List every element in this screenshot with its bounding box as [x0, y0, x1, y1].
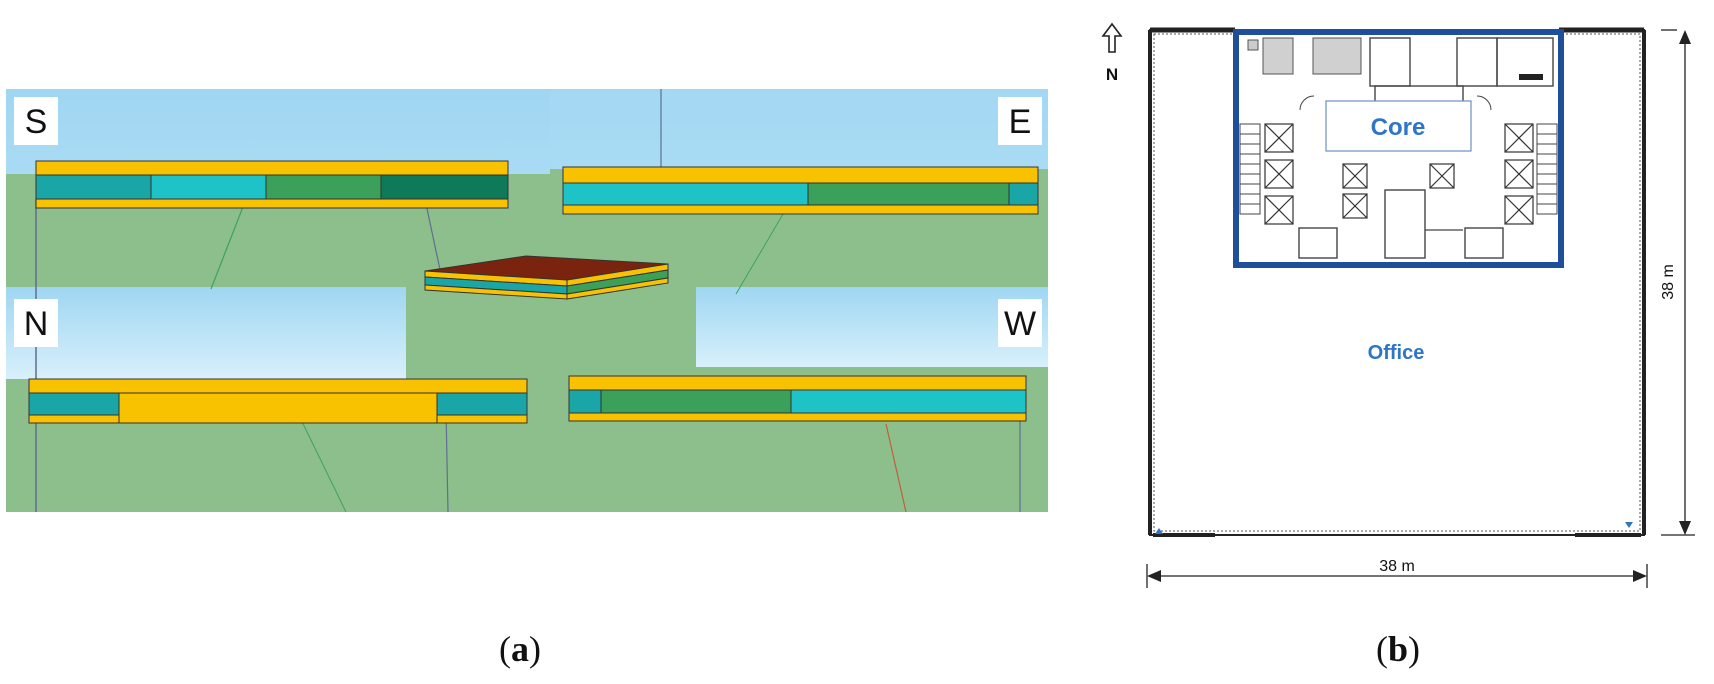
elevation-label-north: N [24, 305, 49, 343]
east-elevation-model [562, 166, 1039, 215]
core-label: Core [1371, 114, 1426, 141]
office-label: Office [1368, 342, 1425, 364]
height-dimension-label: 38 m [1660, 264, 1677, 300]
north-arrow-icon [1101, 22, 1123, 53]
building-3d-views: S E N W [6, 89, 1048, 512]
stair-east [1536, 123, 1558, 215]
width-dimension [1146, 564, 1648, 588]
elevators-center [1342, 163, 1455, 219]
caption-b: (b) [1375, 629, 1421, 669]
isometric-building-model [424, 255, 669, 300]
height-dimension [1661, 29, 1695, 536]
elevators-west [1264, 123, 1294, 225]
elevation-label-south: S [25, 103, 48, 141]
elevation-label-west: W [1004, 305, 1036, 343]
background [6, 89, 1048, 512]
elevators-east [1504, 123, 1534, 225]
label-badge-west: W [998, 299, 1042, 347]
elevation-label-east: E [1009, 103, 1032, 141]
caption-a-letter: a [511, 629, 529, 669]
label-badge-south: S [14, 97, 58, 145]
west-elevation-model [568, 375, 1027, 422]
caption-b-letter: b [1387, 629, 1409, 669]
north-elevation-model [28, 378, 528, 424]
width-dimension-label: 38 m [1379, 558, 1415, 575]
floor-plan: N [1101, 22, 1695, 588]
label-badge-north: N [14, 299, 58, 347]
core-zone: Core [1233, 29, 1564, 268]
stair-west [1239, 123, 1261, 215]
south-elevation-model [35, 160, 509, 209]
caption-a: (a) [499, 629, 541, 669]
north-label: N [1106, 65, 1118, 84]
label-badge-east: E [998, 97, 1042, 145]
